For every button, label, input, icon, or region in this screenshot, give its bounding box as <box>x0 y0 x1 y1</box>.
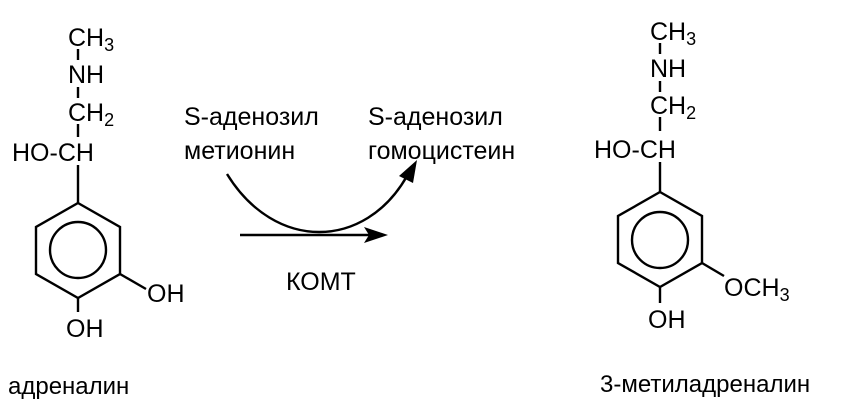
adrenaline-benzene-ring <box>34 201 122 300</box>
sah-label-line2: гомоцистеин <box>368 137 515 165</box>
sam-label-line2: метионин <box>184 137 295 165</box>
adrenaline-name: адреналин <box>8 373 129 400</box>
cofactor-curved-arrow <box>225 160 417 234</box>
metanephrine-name: 3-метиладреналин <box>600 371 810 398</box>
enzyme-label: КОМТ <box>286 268 356 296</box>
adrenaline-methylene-label: CH2 <box>68 99 114 130</box>
sah-label-line1: S-аденозил <box>368 103 503 131</box>
product-methyl-label: CH3 <box>650 18 696 49</box>
adrenaline-amine-label: NH <box>68 61 104 89</box>
sam-label-line1: S-аденозил <box>184 103 319 131</box>
adrenaline-para-hydroxyl-label: OH <box>66 315 104 343</box>
adrenaline-hydroxymethine-label: HO-CH <box>12 139 94 167</box>
main-arrowhead <box>364 227 388 243</box>
product-para-hydroxyl-label: OH <box>648 306 686 334</box>
cofactor-arrowhead <box>399 160 417 183</box>
product-amine-label: NH <box>650 55 686 83</box>
metanephrine-structure: CH3 NH CH2 HO-CH OCH3 OH <box>594 18 790 334</box>
product-ring-och3-bond <box>701 261 725 278</box>
product-hydroxymethine-label: HO-CH <box>594 136 676 164</box>
product-aromatic-circle <box>630 210 690 270</box>
adrenaline-methyl-label: CH3 <box>68 24 114 55</box>
adrenaline-ring-oh-bond <box>119 272 147 291</box>
product-benzene-ring <box>616 190 704 289</box>
main-reaction-arrow <box>240 227 388 243</box>
cofactor-curve <box>225 173 409 234</box>
product-methoxy-label: OCH3 <box>724 274 790 305</box>
adrenaline-meta-hydroxyl-label: OH <box>147 280 185 308</box>
adrenaline-aromatic-circle <box>48 220 108 280</box>
product-methylene-label: CH2 <box>650 92 696 123</box>
adrenaline-structure: CH3 NH CH2 HO-CH OH OH <box>12 24 185 343</box>
